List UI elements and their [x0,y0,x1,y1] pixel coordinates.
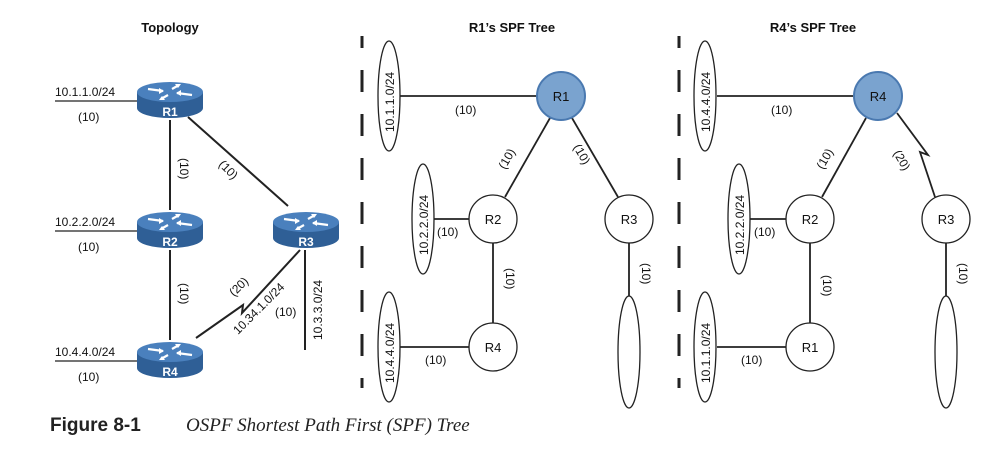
r4-tree-cost-r2-r1: (10) [820,275,834,296]
r4-tree-net-ellipse-r3 [934,295,958,409]
cost-r1-r2: (10) [177,158,191,179]
stub-r1-cost: (10) [78,110,99,124]
router-r4-label: R4 [162,365,178,379]
r1-tree-link-r1-r3 [571,117,619,198]
r4-tree-link-r4-r2 [821,117,867,198]
stub-r3-cost: (10) [275,305,296,319]
r1-tree-cost-r2-r4: (10) [503,268,517,289]
r4-tree-cost-r4-r3: (20) [890,148,913,173]
r1-tree-net-ellipse-1 [377,40,401,152]
router-r3: R3 [271,210,341,250]
r4-tree-node-r2-label: R2 [802,212,819,227]
r1-tree-node-r4-label: R4 [485,340,502,355]
router-r1-label: R1 [162,105,178,119]
r4-tree-node-r4-label: R4 [870,89,887,104]
r1-tree-net-ellipse-r3 [617,295,641,409]
r4-tree-link-r4-r3-serial [896,112,936,198]
r4-tree-title: R4’s SPF Tree [770,20,856,35]
link-r1-r3 [187,116,289,207]
r4-tree-cost-r4-net: (10) [771,103,792,117]
r4-tree-node-r3: R3 [921,194,971,244]
r4-tree-net-2: 10.2.2.0/24 [733,195,747,255]
topology-title: Topology [141,20,199,35]
router-r4: R4 [135,340,205,380]
r4-tree-net-ellipse-1 [693,40,717,152]
r1-tree-cost-r1-r2: (10) [495,146,518,171]
r1-tree-node-r1: R1 [536,71,586,121]
r4-tree-net-ellipse-3 [693,291,717,403]
link-r4-r3-serial [195,249,301,339]
r1-tree-node-r2-label: R2 [485,212,502,227]
r4-tree-node-r2: R2 [785,194,835,244]
r1-tree-node-r3-label: R3 [621,212,638,227]
r1-tree-cost-r4-net: (10) [425,353,446,367]
r4-tree-net-ellipse-2 [727,163,751,275]
r4-tree-net-1: 10.4.4.0/24 [699,72,713,132]
r1-tree-node-r4: R4 [468,322,518,372]
figure-label: Figure 8-1 [50,415,141,436]
r1-tree-net-3: 10.4.4.0/24 [383,323,397,383]
r4-tree-node-r1: R1 [785,322,835,372]
r4-tree-node-r4: R4 [853,71,903,121]
router-r2: R2 [135,210,205,250]
r4-tree-cost-r3-net: (10) [956,263,970,284]
cost-r4-r3: (20) [226,274,251,299]
r1-tree-title: R1’s SPF Tree [469,20,555,35]
r4-tree-cost-r1-net: (10) [741,353,762,367]
r4-tree-net-3: 10.1.1.0/24 [699,323,713,383]
cost-r2-r4: (10) [177,283,191,304]
stub-r2-network: 10.2.2.0/24 [55,215,115,229]
r1-tree-cost-r2-net: (10) [437,225,458,239]
router-r3-label: R3 [298,235,314,249]
router-r2-label: R2 [162,235,178,249]
r1-tree-cost-r1-net: (10) [455,103,476,117]
topology-panel: Topology 10.1.1.0/24 (10) 10.2.2.0/24 (1… [55,20,341,384]
stub-r4-network: 10.4.4.0/24 [55,345,115,359]
r1-spf-tree-panel: R1’s SPF Tree 10.1.1.0/24 10.2.2.0/24 10… [377,20,654,409]
r1-tree-node-r1-label: R1 [553,89,570,104]
figure-caption: Figure 8-1 OSPF Shortest Path First (SPF… [50,415,470,436]
r1-tree-net-1: 10.1.1.0/24 [383,72,397,132]
r1-tree-node-r3: R3 [604,194,654,244]
stub-r3-network: 10.3.3.0/24 [311,280,325,340]
stub-r4-cost: (10) [78,370,99,384]
r1-tree-net-ellipse-3 [377,291,401,403]
router-r1: R1 [135,80,205,120]
r1-tree-link-r1-r2 [504,117,551,198]
figure-title: OSPF Shortest Path First (SPF) Tree [186,415,470,436]
r1-tree-net-ellipse-2 [411,163,435,275]
r4-tree-node-r1-label: R1 [802,340,819,355]
stub-r1-network: 10.1.1.0/24 [55,85,115,99]
r4-spf-tree-panel: R4’s SPF Tree 10.4.4.0/24 10.2.2.0/24 10… [693,20,971,409]
r1-tree-cost-r3-net: (10) [639,263,653,284]
r1-tree-net-2: 10.2.2.0/24 [417,195,431,255]
stub-r2-cost: (10) [78,240,99,254]
r4-tree-cost-r4-r2: (10) [813,146,836,171]
r4-tree-node-r3-label: R3 [938,212,955,227]
r1-tree-node-r2: R2 [468,194,518,244]
r1-tree-cost-r1-r3: (10) [570,142,593,167]
r4-tree-cost-r2-net: (10) [754,225,775,239]
